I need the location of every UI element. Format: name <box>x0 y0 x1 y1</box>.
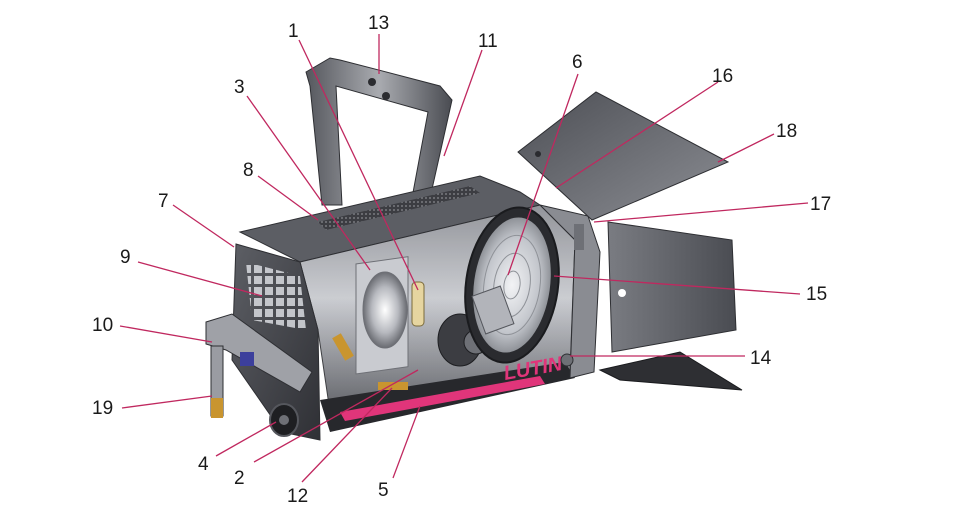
pink-accent-strip <box>340 376 545 421</box>
lamp-carriage-brass <box>332 333 354 361</box>
leader-line-6 <box>507 73 579 276</box>
callout-3: 3 <box>234 77 245 98</box>
leader-line-11 <box>443 49 483 157</box>
callout-15: 15 <box>806 284 827 305</box>
callout-4: 4 <box>198 454 209 475</box>
callout-10: 10 <box>92 315 113 336</box>
callout-9: 9 <box>120 247 131 268</box>
leader-line-15 <box>553 275 801 295</box>
spigot-tip <box>211 398 223 418</box>
barndoor-bottom <box>598 351 743 391</box>
callout-17: 17 <box>810 194 831 215</box>
barndoor-top <box>517 91 730 221</box>
rear-bracket <box>205 313 313 393</box>
callout-7: 7 <box>158 191 169 212</box>
leader-line-8 <box>257 175 319 221</box>
callout-16: 16 <box>712 66 733 87</box>
callout-18: 18 <box>776 121 797 142</box>
leader-line-17 <box>593 202 809 223</box>
leader-line-2 <box>253 369 419 463</box>
barndoor-hinge <box>535 151 541 157</box>
carrying-handle <box>305 57 453 206</box>
leader-line-10 <box>119 325 213 343</box>
callout-5: 5 <box>378 480 389 501</box>
top-ventilation-grille <box>318 186 480 230</box>
callout-11: 11 <box>478 31 498 52</box>
leader-line-19 <box>121 395 213 409</box>
callout-2: 2 <box>234 468 245 489</box>
leader-line-5 <box>392 405 421 479</box>
leader-line-4 <box>215 421 277 457</box>
fresnel-ring <box>503 270 521 300</box>
callout-14: 14 <box>750 348 772 369</box>
focus-knob-center <box>279 415 289 425</box>
bracket-connector <box>240 352 254 366</box>
barndoor-right <box>607 221 737 353</box>
callout-numbers: 1 2 3 4 5 6 7 8 9 10 11 12 13 14 15 16 1… <box>92 13 831 507</box>
luminaire-illustration: LUTIN <box>205 57 743 441</box>
housing-top <box>238 175 542 263</box>
handle-knob-hole <box>368 78 376 86</box>
barndoor-hole <box>618 289 626 297</box>
leader-line-9 <box>137 261 263 297</box>
leader-line-12 <box>301 387 393 483</box>
lens-holder-block <box>471 285 515 335</box>
callout-19: 19 <box>92 398 113 419</box>
barndoor-clip <box>574 224 584 250</box>
callout-1: 1 <box>288 21 299 42</box>
lamp-carriage-brass <box>378 382 408 390</box>
lamp <box>411 281 425 327</box>
handle-knob-hole <box>382 92 390 100</box>
leader-line-16 <box>555 81 719 189</box>
leader-line-3 <box>246 95 371 271</box>
callout-12: 12 <box>287 486 308 507</box>
callout-8: 8 <box>243 160 254 181</box>
callout-13: 13 <box>368 13 389 34</box>
rear-vent-grid <box>246 262 306 330</box>
leader-line-1 <box>298 39 419 291</box>
leader-lines <box>119 34 809 483</box>
reflector <box>362 271 408 349</box>
front-release-knob <box>560 353 574 367</box>
leader-line-18 <box>717 133 775 163</box>
callout-6: 6 <box>572 52 583 73</box>
leader-line-7 <box>172 204 235 248</box>
fresnel-ring <box>482 234 542 336</box>
